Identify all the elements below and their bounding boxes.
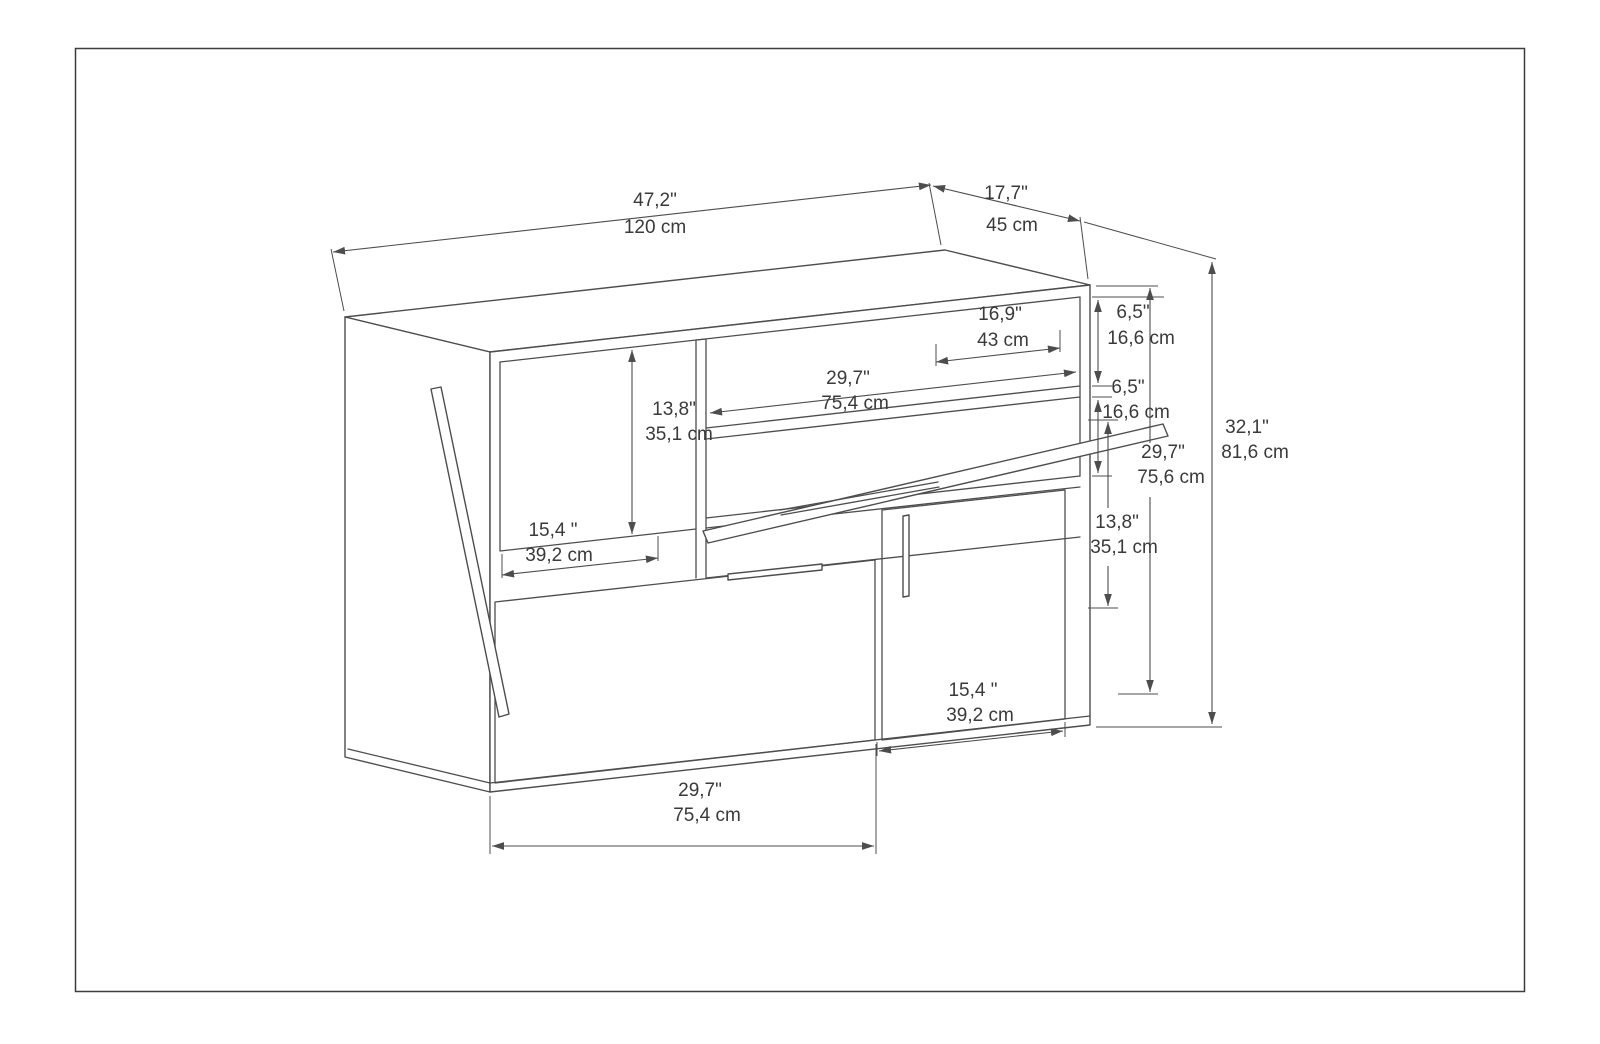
dim-left-compartment-height-inches: 13,8" — [652, 399, 696, 420]
dim-top-depth-cm: 45 cm — [986, 215, 1038, 236]
open-left-door-edge — [430, 386, 510, 718]
dimension-shelf-opening-width: 16,9" 43 cm — [935, 304, 1061, 366]
flap-handle-groove — [779, 481, 940, 516]
dimension-top-width: 47,2" 120 cm — [330, 182, 942, 312]
right-door-handle — [902, 514, 910, 598]
dim-left-compartment-width-cm: 39,2 cm — [525, 545, 593, 566]
left-plinth-line — [347, 748, 491, 784]
cabinet-drawing — [344, 249, 1169, 793]
dimension-right-door-width: 15,4 " 39,2 cm — [876, 680, 1066, 756]
dimension-upper-slot-height: 6,5" 16,6 cm — [1092, 296, 1175, 387]
dim-lower-slot-cm: 16,6 cm — [1102, 402, 1170, 423]
flap-panel — [702, 423, 1169, 544]
dimension-total-height: 32,1" 81,6 cm — [1083, 221, 1289, 728]
dimension-right-section-height: 29,7" 75,6 cm — [1096, 285, 1205, 695]
dim-shelf-opening-cm: 43 cm — [977, 330, 1029, 351]
dimension-right-door-height: 13,8" 35,1 cm — [1088, 419, 1158, 609]
dim-left-compartment-width-inches: 15,4 " — [528, 520, 577, 541]
dim-left-compartment-height-cm: 35,1 cm — [645, 424, 713, 445]
dim-right-section-cm: 75,6 cm — [1137, 467, 1205, 488]
dim-total-height-cm: 81,6 cm — [1221, 442, 1289, 463]
dim-top-depth-inches: 17,7" — [984, 183, 1028, 204]
left-door-handle — [727, 563, 823, 581]
dim-right-door-width-cm: 39,2 cm — [946, 705, 1014, 726]
dim-right-door-width-inches: 15,4 " — [948, 680, 997, 701]
dim-top-width-inches: 47,2" — [633, 190, 677, 211]
dim-left-door-width-cm: 75,4 cm — [673, 805, 741, 826]
dimension-left-door-width: 29,7" 75,4 cm — [489, 744, 877, 854]
dim-right-door-height-cm: 35,1 cm — [1090, 537, 1158, 558]
dim-middle-shelf-inches: 29,7" — [826, 368, 870, 389]
dimension-middle-shelf-width: 29,7" 75,4 cm — [709, 368, 1077, 416]
dimension-left-compartment-height: 13,8" 35,1 cm — [628, 350, 713, 534]
dim-right-section-inches: 29,7" — [1141, 442, 1185, 463]
dimension-annotations: 47,2" 120 cm 17,7" 45 cm 16,9" 43 cm 6,5… — [330, 182, 1289, 854]
dim-right-door-height-inches: 13,8" — [1095, 512, 1139, 533]
dim-upper-slot-inches: 6,5" — [1116, 302, 1149, 323]
left-compartment-opening — [499, 361, 697, 552]
dim-total-height-inches: 32,1" — [1225, 417, 1269, 438]
dim-middle-shelf-cm: 75,4 cm — [821, 393, 889, 414]
dim-left-door-width-inches: 29,7" — [678, 780, 722, 801]
right-door — [881, 489, 1066, 741]
open-flap — [702, 423, 1169, 544]
dimension-lower-slot-height: 6,5" 16,6 cm — [1092, 377, 1170, 477]
dim-lower-slot-inches: 6,5" — [1111, 377, 1144, 398]
dimension-top-depth: 17,7" 45 cm — [932, 183, 1089, 280]
dimension-left-compartment-width: 15,4 " 39,2 cm — [501, 520, 659, 578]
dim-upper-slot-cm: 16,6 cm — [1107, 328, 1175, 349]
dim-shelf-opening-inches: 16,9" — [978, 304, 1022, 325]
dim-top-width-cm: 120 cm — [624, 217, 686, 238]
top-panel-inner-edge — [499, 296, 1081, 363]
